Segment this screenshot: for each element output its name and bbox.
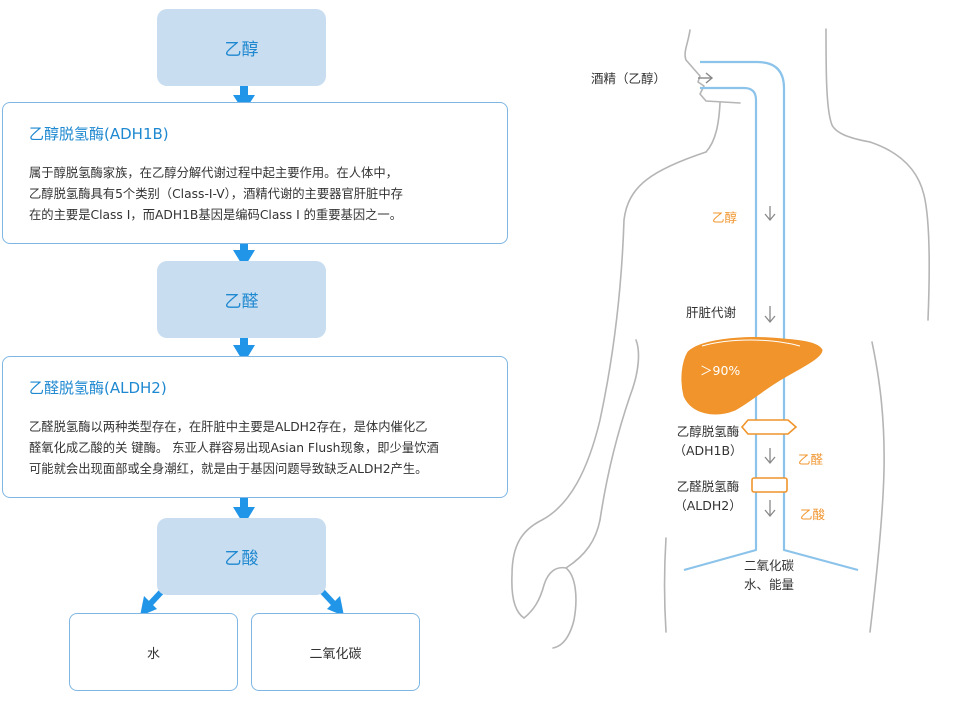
shoulder-left-arm	[511, 151, 707, 619]
card-adh1b-body: 属于醇脱氢酶家族，在乙醇分解代谢过程中起主要作用。在人体中， 乙醇脱氢酶具有5个…	[29, 163, 485, 226]
node-water-label: 水	[146, 646, 160, 662]
label-liver-metabolism: 肝脏代谢	[686, 305, 737, 320]
card-adh1b-title: 乙醇脱氢酶(ADH1B)	[29, 125, 169, 143]
card-adh1b-line: 在的主要是Class I，而ADH1B基因是编码Class I 的重要基因之一。	[29, 208, 403, 222]
flow-down-arrow-4	[764, 500, 776, 518]
node-water: 水	[69, 613, 238, 691]
label-output-line2: 水、能量	[743, 577, 794, 592]
tube-outer	[700, 60, 859, 572]
adh-enzyme-marker	[740, 419, 798, 435]
label-aldh-code: （ALDH2）	[674, 498, 742, 513]
node-ethanol: 乙醇	[157, 9, 326, 86]
neck-right	[825, 28, 871, 143]
card-adh1b-line: 属于醇脱氢酶家族，在乙醇分解代谢过程中起主要作用。在人体中，	[29, 166, 398, 180]
label-adh-name: 乙醇脱氢酶	[676, 424, 740, 439]
arrow-acetaldehyde-to-aldh2	[233, 330, 255, 363]
arrow-to-co2-head	[327, 596, 344, 616]
card-aldh2: 乙醛脱氢酶(ALDH2) 乙醛脱氢酶以两种类型存在，在肝脏中主要是ALDH2存在…	[2, 356, 508, 498]
label-output-line1: 二氧化碳	[743, 558, 794, 573]
label-ethanol-in-tube: 乙醇	[712, 210, 738, 225]
flow-down-arrow-1	[764, 206, 776, 222]
node-acetic-acid: 乙酸	[157, 518, 326, 595]
card-aldh2-title: 乙醛脱氢酶(ALDH2)	[29, 379, 167, 397]
arrow-adh1b-to-acetaldehyde	[233, 236, 255, 268]
card-adh1b-line: 乙醇脱氢酶具有5个类别（Class-I-V），酒精代谢的主要器官肝脏中存	[29, 187, 403, 201]
label-intake: 酒精（乙醇）	[591, 71, 667, 86]
card-aldh2-body: 乙醛脱氢酶以两种类型存在，在肝脏中主要是ALDH2存在，是体内催化乙 醛氧化成乙…	[29, 417, 485, 480]
tube-inner	[683, 86, 758, 572]
node-acetic-acid-label: 乙酸	[224, 549, 259, 569]
arrow-to-water-head	[140, 596, 157, 616]
liver-shape	[681, 337, 823, 415]
liver-highlight	[701, 339, 801, 347]
shoulder-right	[869, 141, 930, 321]
label-acetaldehyde-in-tube: 乙醛	[798, 452, 824, 467]
flow-down-arrow-2	[764, 306, 776, 324]
card-aldh2-line: 醛氧化成乙酸的关 键酶。 东亚人群容易出现Asian Flush现象，即少量饮酒	[29, 441, 439, 455]
label-liver-share: ＞90%	[700, 363, 741, 378]
torso-right	[869, 341, 885, 633]
node-ethanol-label: 乙醇	[224, 40, 259, 60]
arrow-aldh2-to-acetic-acid	[233, 492, 255, 525]
neck-left	[705, 102, 721, 153]
intake-arrow-head	[705, 72, 714, 84]
label-aldh-name: 乙醛脱氢酶	[676, 479, 740, 494]
label-acetic-acid-in-tube: 乙酸	[800, 507, 826, 522]
node-co2-label: 二氧化碳	[309, 646, 362, 662]
card-aldh2-line: 可能就会出现面部或全身潮红，就是由于基因问题导致缺乏ALDH2产生。	[29, 462, 428, 476]
head-profile	[684, 29, 741, 104]
aldh-enzyme-marker	[751, 477, 788, 493]
torso-left-lower	[663, 537, 667, 633]
label-adh-code: （ADH1B）	[673, 443, 743, 458]
label-adh: 乙醇脱氢酶 （ADH1B）	[664, 422, 752, 460]
node-acetaldehyde-label: 乙醛	[224, 292, 259, 312]
card-aldh2-line: 乙醛脱氢酶以两种类型存在，在肝脏中主要是ALDH2存在，是体内催化乙	[29, 420, 428, 434]
flow-down-arrow-3	[764, 448, 776, 465]
torso-left	[599, 339, 640, 521]
label-aldh: 乙醛脱氢酶 （ALDH2）	[664, 477, 752, 515]
node-acetaldehyde: 乙醛	[157, 261, 326, 338]
label-output: 二氧化碳 水、能量	[728, 556, 810, 594]
card-adh1b: 乙醇脱氢酶(ADH1B) 属于醇脱氢酶家族，在乙醇分解代谢过程中起主要作用。在人…	[2, 102, 508, 244]
hand-left	[523, 519, 601, 649]
node-co2: 二氧化碳	[251, 613, 420, 691]
